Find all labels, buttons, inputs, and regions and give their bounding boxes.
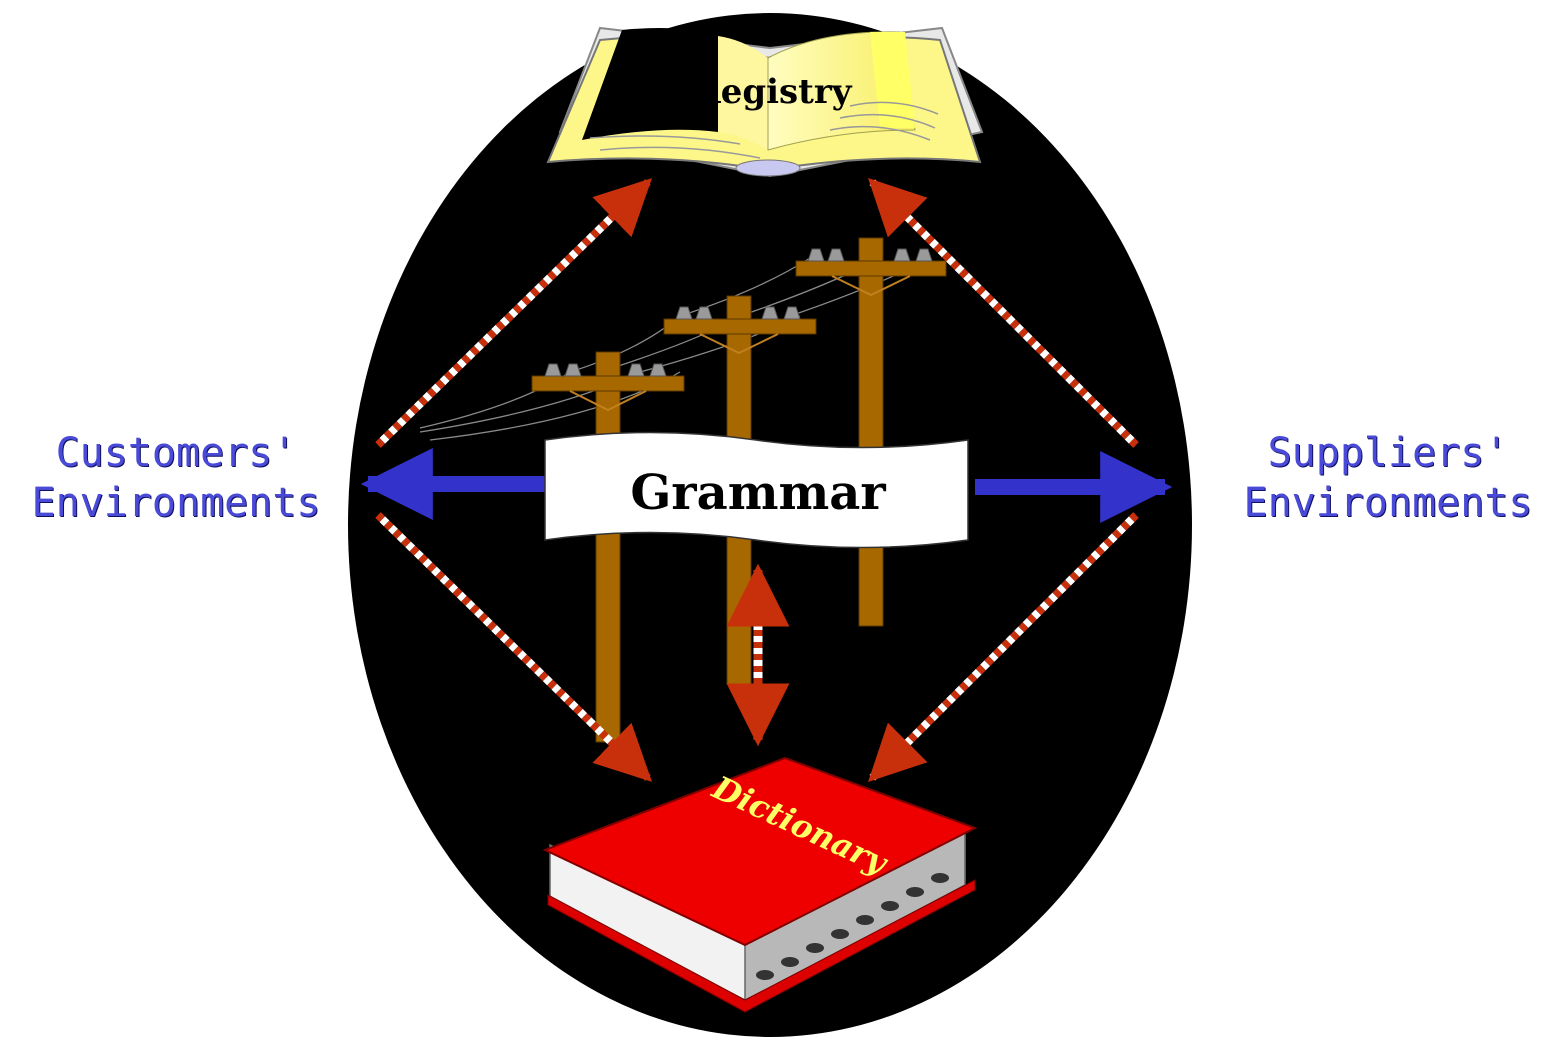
grammar-label: Grammar — [630, 465, 886, 521]
customers-environments-label: Customers' Environments — [0, 428, 352, 528]
open-book-icon: Registry — [546, 26, 984, 178]
connector-customers-registry — [375, 178, 653, 448]
suppliers-label-line-1: Suppliers' — [1267, 430, 1509, 476]
suppliers-environments-label: Suppliers' Environments — [1210, 428, 1566, 528]
suppliers-label-line-2: Environments — [1243, 480, 1533, 526]
registry-label: Registry — [692, 72, 852, 112]
customers-label-line-2: Environments — [31, 480, 321, 526]
closed-book-icon: Dictionary — [542, 756, 978, 1013]
connector-suppliers-registry — [868, 178, 1139, 448]
customers-label-line-1: Customers' — [55, 430, 297, 476]
connector-customers-dictionary — [375, 512, 653, 782]
connector-suppliers-dictionary — [868, 512, 1139, 782]
grammar-banner: Grammar — [544, 431, 969, 549]
